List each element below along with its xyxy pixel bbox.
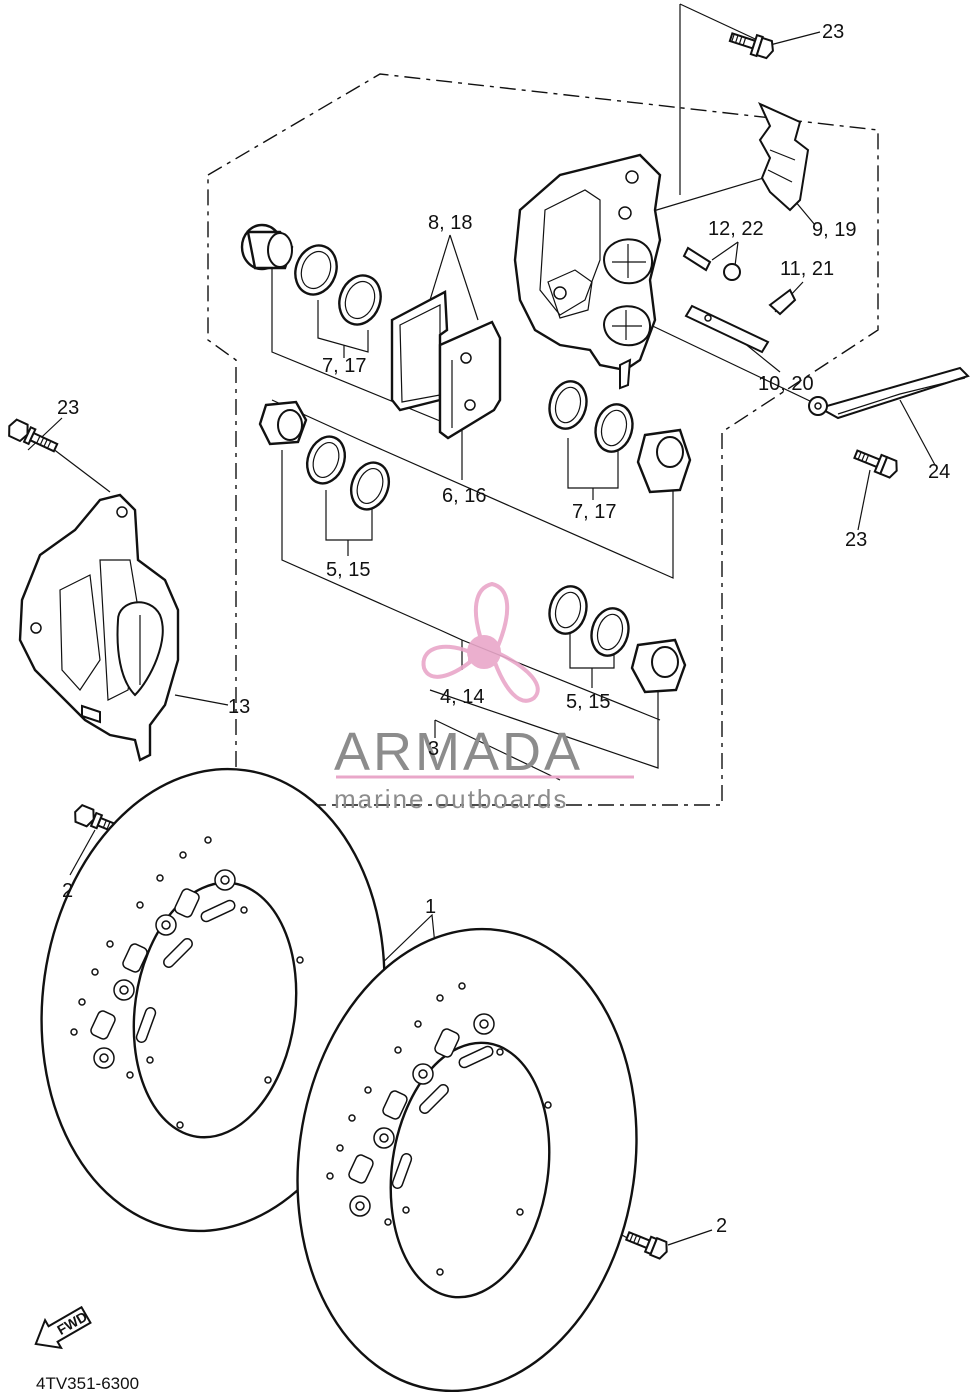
label-3: 3 — [428, 738, 439, 760]
label-8-18: 8, 18 — [428, 212, 472, 234]
seal-part-7-17-lower-b — [594, 403, 634, 453]
propeller-hub — [467, 635, 501, 669]
label-9-19: 9, 19 — [812, 219, 856, 241]
pad-wear-sensor-part-24 — [808, 366, 970, 420]
seal-part-5-15-right-a — [548, 585, 588, 635]
label-7-17-lower: 7, 17 — [572, 501, 616, 523]
brake-caliper-part-13 — [18, 493, 180, 762]
bolt-part-23-right — [853, 449, 898, 479]
watermark-brand: ARMADA — [334, 722, 583, 782]
label-5-15-right: 5, 15 — [566, 691, 610, 713]
piston-part-7-17-upper — [240, 223, 294, 271]
label-23-left: 23 — [57, 397, 79, 419]
label-4-14: 4, 14 — [440, 686, 484, 708]
brake-disc-part-1-left — [40, 767, 386, 1233]
label-6-16: 6, 16 — [442, 485, 486, 507]
piston-part-5-15-left — [258, 400, 308, 446]
label-23-right: 23 — [845, 529, 867, 551]
piston-part-4-14 — [630, 638, 687, 694]
propeller-logo-icon — [421, 581, 540, 703]
propeller-blade — [473, 581, 510, 651]
brake-pad-part-6-16 — [390, 290, 502, 440]
label-13: 13 — [228, 696, 250, 718]
forward-direction-arrow: FWD — [34, 1305, 92, 1350]
propeller-blade — [491, 651, 540, 703]
label-7-17-upper: 7, 17 — [322, 355, 366, 377]
watermark-tagline: marine outboards — [334, 784, 568, 814]
pin-clip-part-11-21 — [768, 288, 797, 316]
armada-watermark: ARMADA marine outboards — [334, 581, 634, 814]
brake-caliper-upper — [513, 153, 662, 390]
propeller-blade — [421, 644, 472, 679]
label-1: 1 — [425, 896, 436, 918]
seal-part-7-17-upper-b — [338, 274, 382, 326]
seal-part-5-15-right-b — [590, 607, 630, 657]
seal-part-5-15-left-a — [305, 435, 347, 485]
bolt-part-23-top — [728, 32, 774, 60]
label-5-15-left: 5, 15 — [326, 559, 370, 581]
label-10-20: 10, 20 — [758, 373, 814, 395]
bolt-part-23-left — [8, 418, 59, 453]
label-2-left: 2 — [62, 880, 73, 902]
caliper-assembly-boundary — [207, 73, 879, 806]
label-24: 24 — [928, 461, 950, 483]
label-12-22: 12, 22 — [708, 218, 764, 240]
pad-pin-part-10-20 — [684, 304, 770, 354]
pad-spring-part-9-19 — [757, 102, 810, 212]
part-labels: 23 9, 19 8, 18 12, 22 11, 21 10, 20 7, 1… — [57, 21, 950, 1237]
label-23-top: 23 — [822, 21, 844, 43]
seal-part-7-17-upper-a — [294, 244, 338, 296]
seal-part-5-15-left-b — [349, 461, 391, 511]
label-2-right: 2 — [716, 1215, 727, 1237]
piston-part-7-17-lower — [636, 428, 692, 494]
brake-disc-part-1-right — [296, 927, 638, 1392]
seal-part-7-17-lower-a — [548, 380, 588, 430]
diagram-code: 4TV351-6300 — [36, 1374, 139, 1392]
bolt-part-2-right — [624, 1230, 668, 1260]
bleed-screw-part-12-22 — [682, 246, 741, 281]
label-11-21: 11, 21 — [780, 258, 834, 280]
